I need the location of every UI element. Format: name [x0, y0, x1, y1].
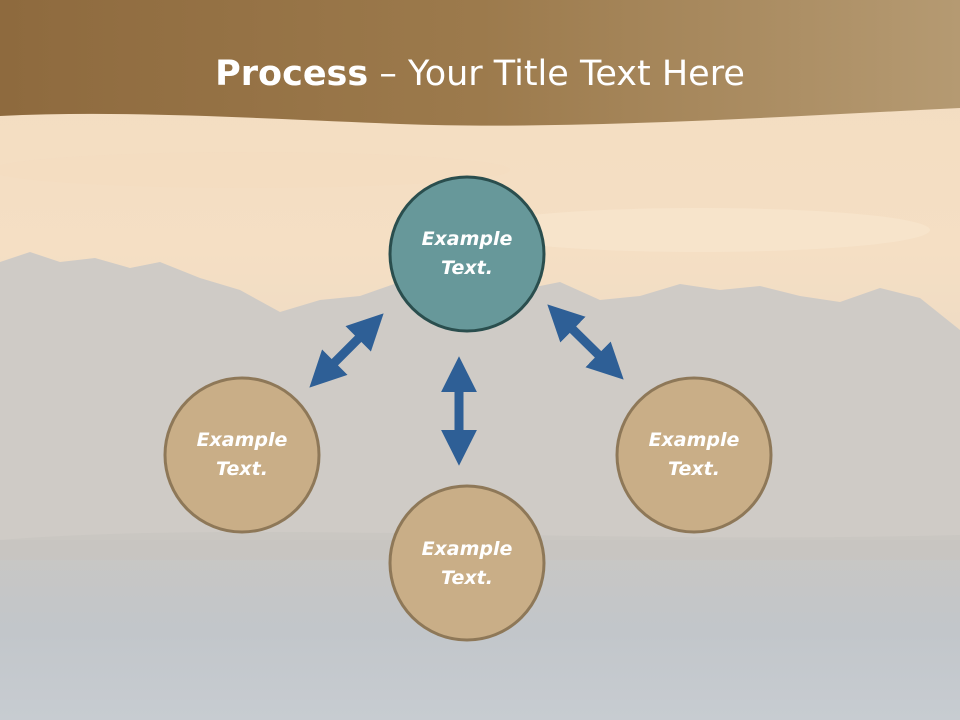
node-label-bottom: Example Text.: [392, 535, 542, 593]
node-label-left-line1: Example: [196, 429, 288, 451]
node-label-top-line2: Text.: [441, 257, 493, 279]
node-circle-bottom: [388, 484, 546, 642]
node-label-right-line2: Text.: [668, 458, 720, 480]
node-label-bottom-line1: Example: [421, 538, 513, 560]
arrow-top-left: [309, 313, 384, 388]
node-circle-left: [163, 376, 321, 534]
title-rest-part: – Your Title Text Here: [368, 54, 745, 94]
node-label-left: Example Text.: [167, 426, 317, 484]
title-bold-part: Process: [215, 54, 369, 94]
node-label-left-line2: Text.: [216, 458, 268, 480]
node-label-bottom-line2: Text.: [441, 567, 493, 589]
node-label-top-line1: Example: [421, 228, 513, 250]
node-label-right: Example Text.: [619, 426, 769, 484]
node-label-right-line1: Example: [648, 429, 740, 451]
node-circle-top: [388, 175, 546, 333]
node-label-top: Example Text.: [392, 225, 542, 283]
arrow-top-right: [547, 304, 624, 380]
node-circle-right: [615, 376, 773, 534]
slide-title: Process – Your Title Text Here: [0, 50, 960, 98]
